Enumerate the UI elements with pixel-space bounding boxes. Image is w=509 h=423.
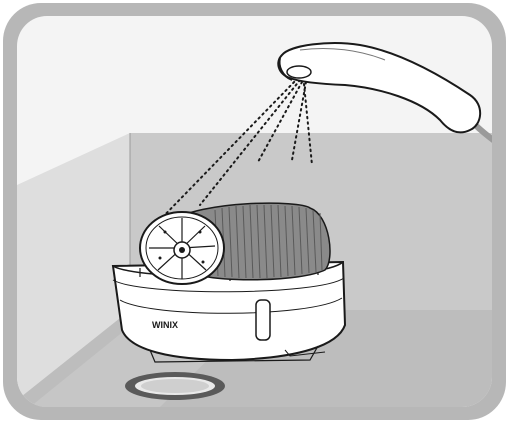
brand-label: WINIX <box>152 320 178 330</box>
filter-drum <box>140 203 330 284</box>
drain-icon <box>125 372 225 400</box>
